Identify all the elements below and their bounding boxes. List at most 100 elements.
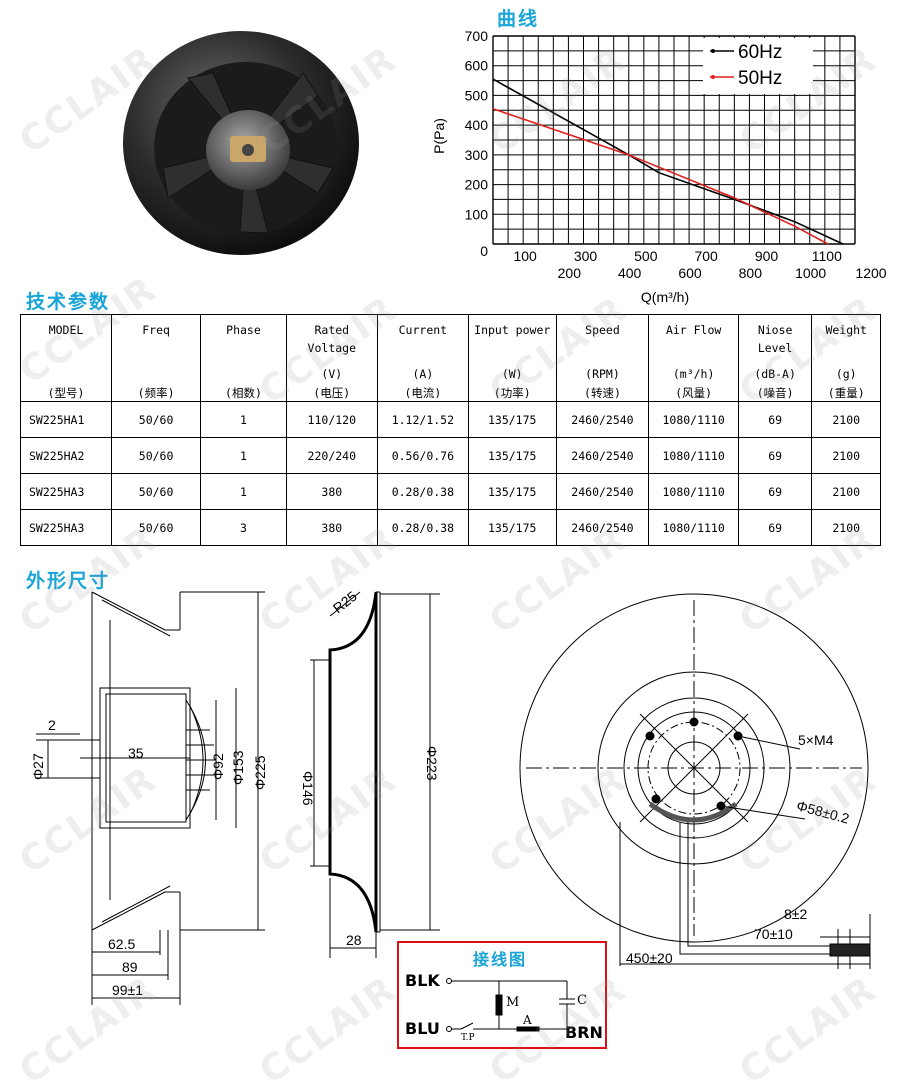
- table-cell: 2100: [811, 437, 881, 474]
- x-tick-label: 600: [678, 265, 702, 281]
- wire-blu: BLU: [405, 1019, 440, 1038]
- x-tick-label: 300: [574, 248, 598, 264]
- header-en: Freq: [142, 323, 170, 337]
- product-photo: [118, 18, 363, 263]
- spec-header-cell: Phase (相数): [200, 314, 287, 402]
- dim-strip2: 70±10: [754, 926, 793, 942]
- x-tick-label: 700: [694, 248, 718, 264]
- header-cn: (电流): [404, 386, 442, 400]
- legend-marker: [711, 75, 715, 79]
- spec-header-cell: Rated Voltage(V)(电压): [285, 314, 378, 402]
- table-cell: 50/60: [111, 473, 202, 510]
- table-cell: 110/120: [285, 401, 378, 438]
- wire-c: C: [577, 993, 587, 1008]
- spec-header-cell: MODEL(型号): [19, 314, 113, 402]
- header-en: Current: [398, 323, 448, 337]
- spec-header-cell: Niose Level(dB-A)(噪音): [737, 314, 813, 402]
- table-cell: 50/60: [111, 401, 202, 438]
- y-tick-label: 0: [480, 243, 488, 259]
- header-cn: (转速): [584, 386, 621, 400]
- table-cell: 0.28/0.38: [376, 473, 469, 510]
- table-cell: 2460/2540: [555, 437, 650, 474]
- table-cell: 0.56/0.76: [376, 437, 469, 474]
- header-en: MODEL: [48, 323, 84, 337]
- x-tick-label: 400: [618, 265, 642, 281]
- legend-marker: [711, 49, 715, 53]
- header-unit: (g): [835, 367, 857, 381]
- spec-table: MODEL(型号)Freq(频率)Phase(相数)Rated Voltage(…: [19, 314, 881, 546]
- table-cell: 2100: [811, 401, 881, 438]
- header-en: Phase: [226, 323, 261, 337]
- spec-header-cell: Weight (g) (重量): [811, 314, 881, 402]
- table-cell: 1080/1110: [648, 437, 739, 474]
- wire-m: M: [506, 995, 520, 1010]
- header-unit: (W): [501, 367, 523, 381]
- spec-header-cell: Freq (频率): [111, 314, 202, 402]
- side-view-drawing: 2 Φ27 35 Φ92 Φ153 Φ225 62.5 89 99±1: [20, 580, 280, 1020]
- y-tick-label: 200: [465, 177, 489, 193]
- table-cell: 2460/2540: [555, 509, 650, 546]
- header-cn: (功率): [493, 386, 531, 400]
- dim-35: 35: [128, 745, 144, 761]
- header-cn: (噪音): [756, 386, 794, 400]
- x-tick-label: 100: [513, 248, 537, 264]
- table-cell: 135/175: [467, 473, 557, 510]
- dim-99: 99±1: [112, 982, 144, 998]
- series-line-50Hz: [492, 108, 829, 245]
- header-cn: (相数): [225, 386, 262, 400]
- table-cell: 1: [200, 401, 287, 438]
- legend-box: [703, 38, 813, 94]
- y-tick-label: 500: [465, 87, 489, 103]
- header-en: Weight: [825, 323, 867, 337]
- y-tick-label: 300: [465, 147, 489, 163]
- header-unit: (A): [412, 367, 434, 381]
- table-cell: 1.12/1.52: [376, 401, 469, 438]
- dim-89: 89: [122, 959, 138, 975]
- header-unit: (m³/h): [672, 367, 715, 381]
- y-tick-label: 100: [465, 206, 489, 222]
- y-tick-label: 600: [465, 58, 489, 74]
- table-cell: 1080/1110: [648, 401, 739, 438]
- header-cn: (重量): [827, 386, 865, 400]
- table-cell: 2100: [811, 509, 881, 546]
- wire-brn: BRN: [565, 1023, 603, 1042]
- table-cell: 50/60: [111, 509, 202, 546]
- wire-a: A: [523, 1013, 532, 1027]
- table-cell: 1080/1110: [648, 509, 739, 546]
- wire-tp: T.P: [461, 1033, 475, 1043]
- dim-153: Φ153: [230, 750, 246, 785]
- dim-27: Φ27: [30, 753, 46, 780]
- legend-label: 50Hz: [738, 68, 782, 89]
- header-en: Rated Voltage: [307, 323, 357, 355]
- x-axis-label: Q(m³/h): [641, 289, 689, 305]
- x-tick-label: 1000: [795, 265, 826, 281]
- y-axis-label: P(Pa): [431, 118, 447, 154]
- table-cell: SW225HA2: [19, 437, 113, 474]
- table-cell: 1080/1110: [648, 473, 739, 510]
- wiring-title: 接线图: [473, 950, 528, 969]
- header-cn: (频率): [137, 386, 175, 400]
- dim-strip: 8±2: [784, 906, 808, 922]
- x-tick-label: 1100: [812, 248, 842, 264]
- dim-625: 62.5: [108, 936, 136, 952]
- x-tick-label: 200: [558, 265, 582, 281]
- header-en: Niose Level: [757, 323, 793, 355]
- curve-section-title: 曲线: [497, 8, 540, 30]
- spec-header-cell: Air Flow(m³/h)(风量): [648, 314, 739, 402]
- x-tick-label: 900: [755, 248, 779, 264]
- dim-225: Φ225: [252, 755, 268, 790]
- header-cn: (电压): [313, 386, 351, 400]
- spec-section-title: 技术参数: [26, 291, 111, 313]
- table-cell: 69: [737, 401, 813, 438]
- table-cell: 50/60: [111, 437, 202, 474]
- table-cell: 69: [737, 473, 813, 510]
- header-en: Air Flow: [665, 323, 722, 337]
- spec-header-cell: Current (A) (电流): [376, 314, 469, 402]
- x-tick-label: 800: [739, 265, 763, 281]
- header-en: Input power: [474, 323, 551, 337]
